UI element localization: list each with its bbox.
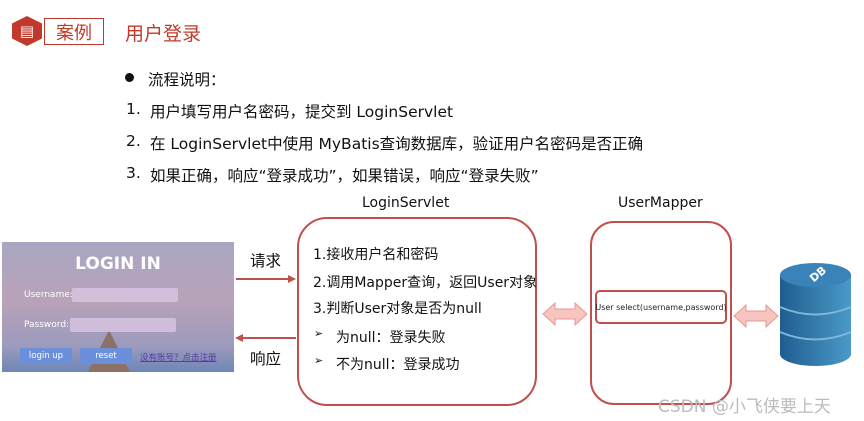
step-text: 如果正确，响应“登录成功”，如果错误，响应“登录失败” bbox=[150, 167, 539, 185]
step-text: 用户填写用户名密码，提交到 LoginServlet bbox=[150, 103, 454, 121]
servlet-box bbox=[297, 217, 537, 406]
servlet-title: LoginServlet bbox=[362, 195, 450, 211]
request-label: 请求 bbox=[250, 252, 282, 270]
reset-button[interactable]: reset bbox=[80, 348, 132, 364]
register-link[interactable]: 没有账号？点击注册 bbox=[140, 353, 217, 363]
step-text: 在 LoginServlet中使用 MyBatis查询数据库，验证用户名密码是否… bbox=[150, 135, 644, 153]
username-input[interactable] bbox=[72, 288, 178, 302]
login-button[interactable]: login up bbox=[20, 348, 72, 364]
username-label: Username: bbox=[24, 290, 73, 300]
mapper-title: UserMapper bbox=[618, 195, 703, 211]
password-input[interactable] bbox=[70, 318, 176, 332]
watermark: CSDN @小飞侠要上天 bbox=[658, 397, 831, 417]
login-title: LOGIN IN bbox=[75, 254, 161, 274]
mapper-method: User select(username,password) bbox=[595, 290, 727, 324]
step-number: 3. bbox=[126, 164, 141, 182]
step-number: 1. bbox=[126, 100, 141, 118]
double-arrow-icon bbox=[542, 301, 588, 327]
page-title: 用户登录 bbox=[125, 23, 202, 45]
request-arrow bbox=[236, 275, 296, 283]
flow-heading: 流程说明： bbox=[148, 71, 226, 89]
case-badge: 案例 bbox=[44, 18, 104, 45]
password-label: Password: bbox=[24, 320, 70, 330]
servlet-bullet: 不为null：登录成功 bbox=[336, 357, 460, 373]
double-arrow-icon bbox=[733, 303, 779, 329]
login-form-screenshot: LOGIN IN Username: Password: login up re… bbox=[2, 242, 234, 372]
bullet-icon bbox=[125, 73, 134, 82]
servlet-line: 2.调用Mapper查询，返回User对象 bbox=[313, 275, 538, 291]
servlet-bullet: 为null：登录失败 bbox=[336, 330, 446, 346]
servlet-line: 3.判断User对象是否为null bbox=[313, 301, 482, 317]
response-arrow bbox=[235, 334, 296, 342]
arrow-bullet-icon: ➢ bbox=[314, 327, 324, 340]
response-label: 响应 bbox=[250, 350, 282, 368]
case-icon: ▤ bbox=[12, 16, 42, 46]
arrow-bullet-icon: ➢ bbox=[314, 354, 324, 367]
step-number: 2. bbox=[126, 132, 141, 150]
database-icon: DB bbox=[779, 263, 852, 366]
servlet-line: 1.接收用户名和密码 bbox=[313, 247, 439, 263]
request-response-arrows bbox=[235, 275, 296, 342]
